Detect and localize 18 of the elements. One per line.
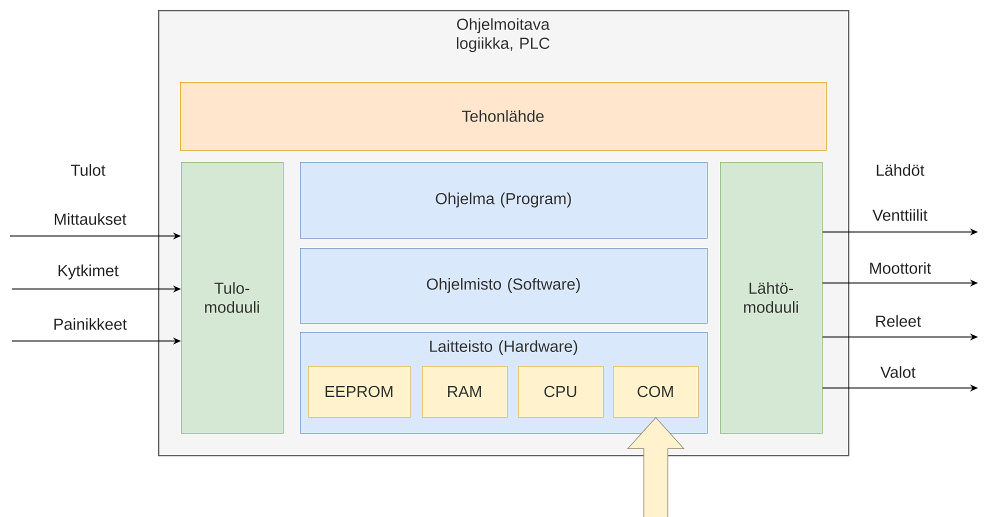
component-box: EEPROM [308, 366, 411, 418]
group-label: Lähdöt [876, 164, 924, 176]
component-box: CPU [518, 366, 604, 418]
edge-label: Venttiilit [872, 209, 928, 221]
layer-box: Ohjelmisto (Software) [300, 248, 708, 324]
power-supply-box: Tehonlähde [180, 82, 827, 151]
layer-box: Ohjelma (Program) [300, 162, 708, 239]
edge-label: Valot [880, 366, 916, 378]
module-box: Tulo- moduuli [181, 162, 284, 434]
edge-label: Mittaukset [54, 213, 126, 225]
component-box: COM [613, 366, 699, 418]
component-box: RAM [422, 366, 508, 418]
edge-label: Releet [876, 315, 921, 327]
group-label: Tulot [70, 164, 106, 176]
edge-label: Kytkimet [58, 264, 119, 280]
edge-label: Moottorit [870, 262, 931, 274]
edge-label: Painikkeet [54, 318, 127, 330]
module-box: Lähtö- moduuli [720, 162, 823, 434]
